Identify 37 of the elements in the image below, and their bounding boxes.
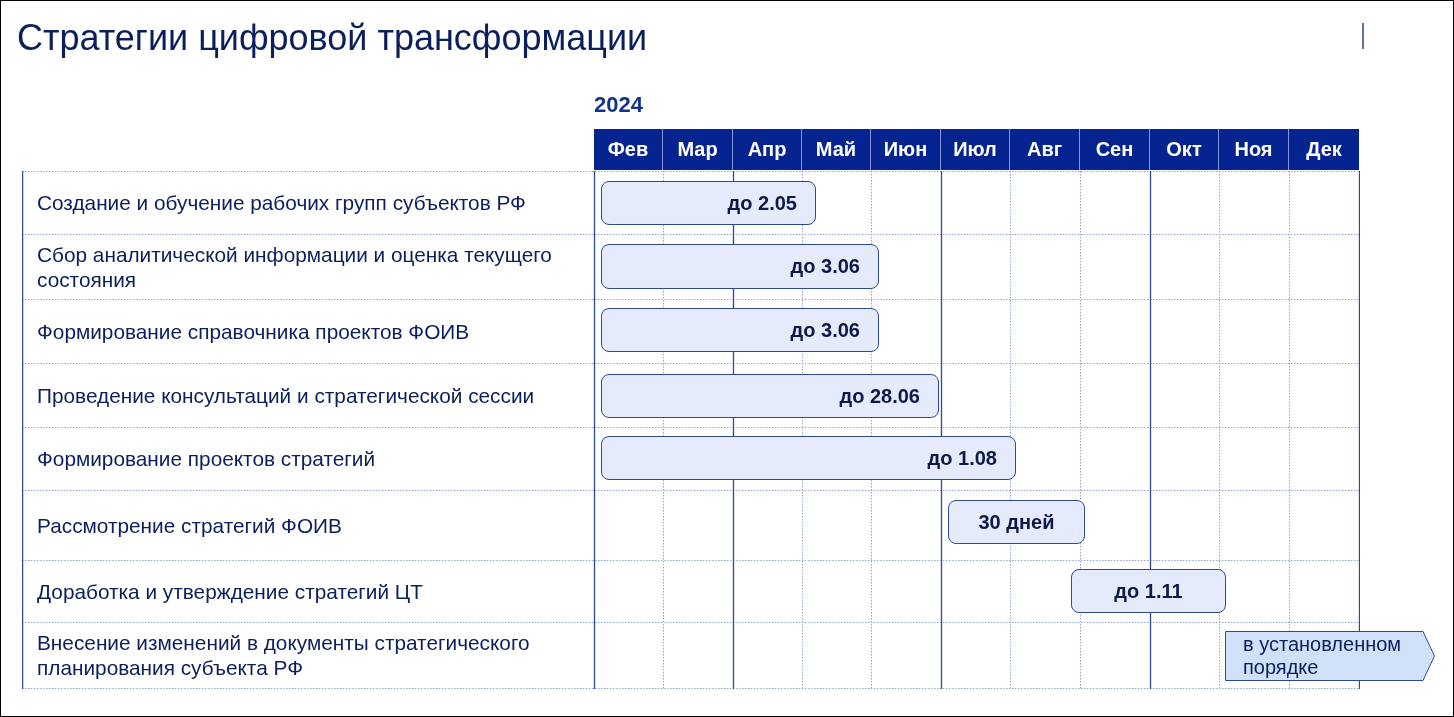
deadline-label: до 1.08 [927,446,997,470]
year-label: 2024 [594,92,643,118]
task-name: Доработка и утверждение стратегий ЦТ [37,579,423,603]
month-header: Июн [871,129,941,170]
gantt-bar [601,436,1016,480]
task-name: Формирование проектов стратегий [37,447,376,470]
gantt-bar [601,244,879,289]
page-title: Стратегии цифровой трансформации [17,17,648,59]
arrow-bar [1225,631,1435,681]
gantt-bar [601,181,816,225]
month-header: Дек [1289,129,1359,170]
gantt-bar [948,500,1085,544]
deadline-label: до 1.11 [1114,579,1183,603]
month-header: Мар [663,129,733,170]
month-header: Апр [733,129,802,170]
month-header: Окт [1150,129,1219,170]
month-header: Ноя [1219,129,1289,170]
deadline-label: до 3.06 [790,318,860,342]
gantt-bar [601,374,939,418]
gantt-bar [601,308,879,352]
task-name: Рассмотрение стратегий ФОИВ [37,513,342,537]
bar-label: в установленном порядке [1243,633,1402,678]
task-name: Создание и обучение рабочих групп субъектов РФ [37,191,526,214]
deadline-label: 30 дней [978,510,1055,534]
gantt-bar [1071,569,1226,613]
month-header: Авг [1010,129,1080,170]
month-header: Май [802,129,871,170]
deadline-label: до 3.06 [790,255,860,278]
task-name: Сбор аналитической информации и оценка текущего состояния [37,242,552,291]
month-header: Фев [594,129,663,170]
task-name: Проведение консультаций и стратегической сессии [37,383,535,407]
deadline-label: до 28.06 [839,384,920,408]
month-header: Сен [1080,129,1150,170]
task-name: Внесение изменений в документы стратегического планирования субъекта РФ [37,631,530,679]
task-name: Формирование справочника проектов ФОИВ [37,319,470,343]
month-header: Июл [941,129,1010,170]
deadline-label: до 2.05 [727,191,797,215]
